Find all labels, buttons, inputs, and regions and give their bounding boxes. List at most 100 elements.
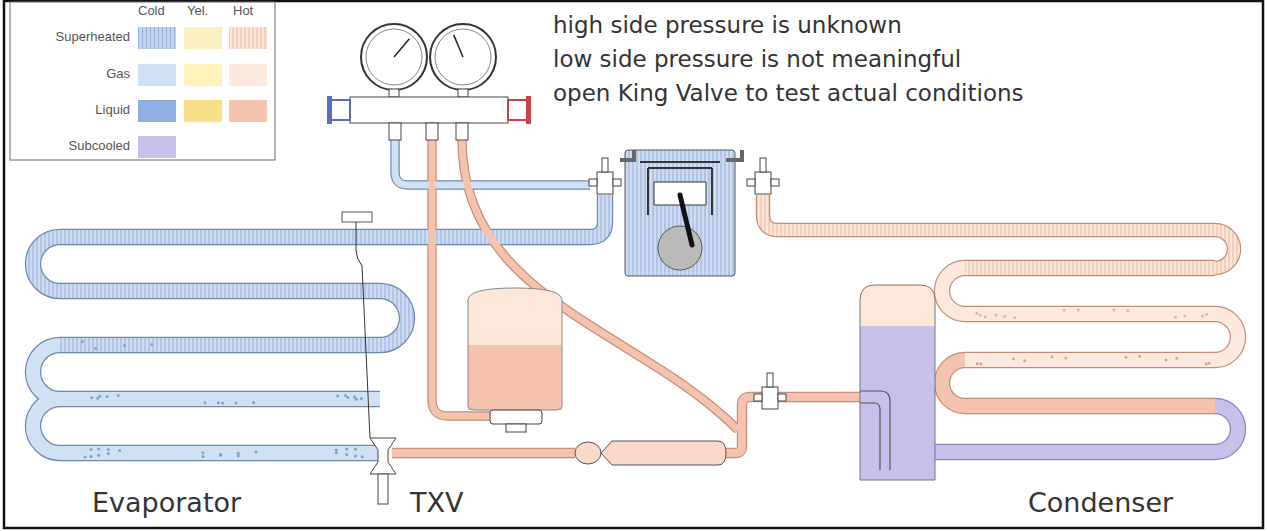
refrigerant-cylinder xyxy=(468,288,562,432)
bubble xyxy=(354,448,357,451)
suction-line xyxy=(380,195,605,237)
condenser-coil xyxy=(942,360,965,406)
component-label: Condenser xyxy=(1028,487,1173,518)
condenser-coil xyxy=(942,360,965,406)
bubble xyxy=(84,455,87,458)
suction-hose xyxy=(395,140,590,185)
bubble xyxy=(1112,309,1115,312)
evaporator-coil xyxy=(60,230,380,244)
bubble xyxy=(201,451,204,454)
bubble xyxy=(106,395,109,398)
condenser-coil xyxy=(965,307,1215,321)
bubble xyxy=(237,452,240,455)
bubble xyxy=(98,395,101,398)
pipe-fills xyxy=(33,140,1238,458)
legend-text: Gas xyxy=(12,67,130,82)
capillary-line xyxy=(356,222,370,438)
condenser-outlet xyxy=(935,444,965,460)
bubble xyxy=(96,397,99,400)
bubble xyxy=(204,401,207,404)
condenser-coil xyxy=(1215,406,1238,452)
evaporator-coil xyxy=(60,391,380,407)
condenser-coil xyxy=(1215,314,1238,360)
legend-text: Liquid xyxy=(12,103,130,118)
liquid-line xyxy=(725,397,860,453)
bubble xyxy=(1138,355,1141,358)
evaporator-coil xyxy=(33,399,60,453)
discharge-line xyxy=(763,195,1234,268)
suction-hose xyxy=(395,140,590,185)
bubble xyxy=(1183,314,1186,317)
bubble xyxy=(252,401,255,404)
bubble xyxy=(1064,357,1067,360)
evaporator-coil xyxy=(60,445,380,461)
evaporator-coil xyxy=(380,291,407,345)
legend-swatch-extra xyxy=(229,100,267,122)
bubble xyxy=(1012,358,1015,361)
bubble xyxy=(1013,316,1016,319)
bubble xyxy=(355,398,358,401)
bubble xyxy=(123,344,126,347)
bubble xyxy=(81,340,84,343)
condenser-coil xyxy=(965,398,1215,414)
note-text: open King Valve to test actual condition… xyxy=(553,80,1024,106)
bubble xyxy=(984,315,987,318)
bubble xyxy=(235,401,238,404)
condenser-outlet xyxy=(935,445,965,459)
bubble xyxy=(1077,309,1080,312)
legend-swatch-extra xyxy=(184,64,222,86)
bubble xyxy=(335,451,338,454)
legend-swatch-extra xyxy=(184,100,222,122)
evaporator-coil xyxy=(60,337,380,353)
bubble xyxy=(97,454,100,457)
legend-column-header: Yel. xyxy=(187,4,208,19)
bubble xyxy=(1165,358,1168,361)
bubble xyxy=(1174,316,1177,319)
legend-swatch-extra xyxy=(184,27,222,49)
condenser-coil xyxy=(942,268,965,314)
component-label: TXV xyxy=(410,487,463,518)
bubble xyxy=(354,454,357,457)
bubble xyxy=(975,312,978,315)
condenser-coil xyxy=(965,444,1215,460)
bubble xyxy=(979,362,982,365)
suction-line xyxy=(380,195,605,237)
legend-swatch xyxy=(138,27,176,49)
liquid-line xyxy=(392,449,575,457)
pipe-outlines xyxy=(33,140,1238,453)
evaporator-coil xyxy=(33,345,60,399)
bubble xyxy=(89,448,92,451)
evaporator-coil xyxy=(380,291,407,345)
sensing-bulb xyxy=(342,212,372,222)
evaporator-coil xyxy=(60,229,380,245)
bubble xyxy=(979,314,982,317)
condenser-coil xyxy=(942,268,965,314)
bubble xyxy=(360,397,363,400)
bubble xyxy=(217,401,220,404)
legend-swatch xyxy=(138,64,176,86)
bubble xyxy=(1205,362,1208,365)
legend-text: Superheated xyxy=(12,30,130,45)
condenser-coil xyxy=(965,352,1215,368)
bubble xyxy=(97,448,100,451)
filter-drier xyxy=(601,441,726,465)
bubble xyxy=(1051,355,1054,358)
bubble xyxy=(219,454,222,457)
legend-swatch-extra xyxy=(229,64,267,86)
legend-swatch xyxy=(138,136,176,158)
condenser-coil xyxy=(1215,314,1238,360)
compressor xyxy=(620,150,742,276)
bubble xyxy=(336,394,339,397)
bubble xyxy=(976,362,979,365)
bubble xyxy=(345,453,348,456)
legend-box xyxy=(10,2,275,160)
component-label: Evaporator xyxy=(92,487,241,518)
evaporator-coil xyxy=(60,338,380,352)
king-valve xyxy=(754,373,786,409)
bubble xyxy=(335,448,338,451)
evaporator-coil xyxy=(33,399,60,453)
bubble xyxy=(219,453,222,456)
evaporator-coil xyxy=(60,284,380,298)
bubble xyxy=(1063,309,1066,312)
